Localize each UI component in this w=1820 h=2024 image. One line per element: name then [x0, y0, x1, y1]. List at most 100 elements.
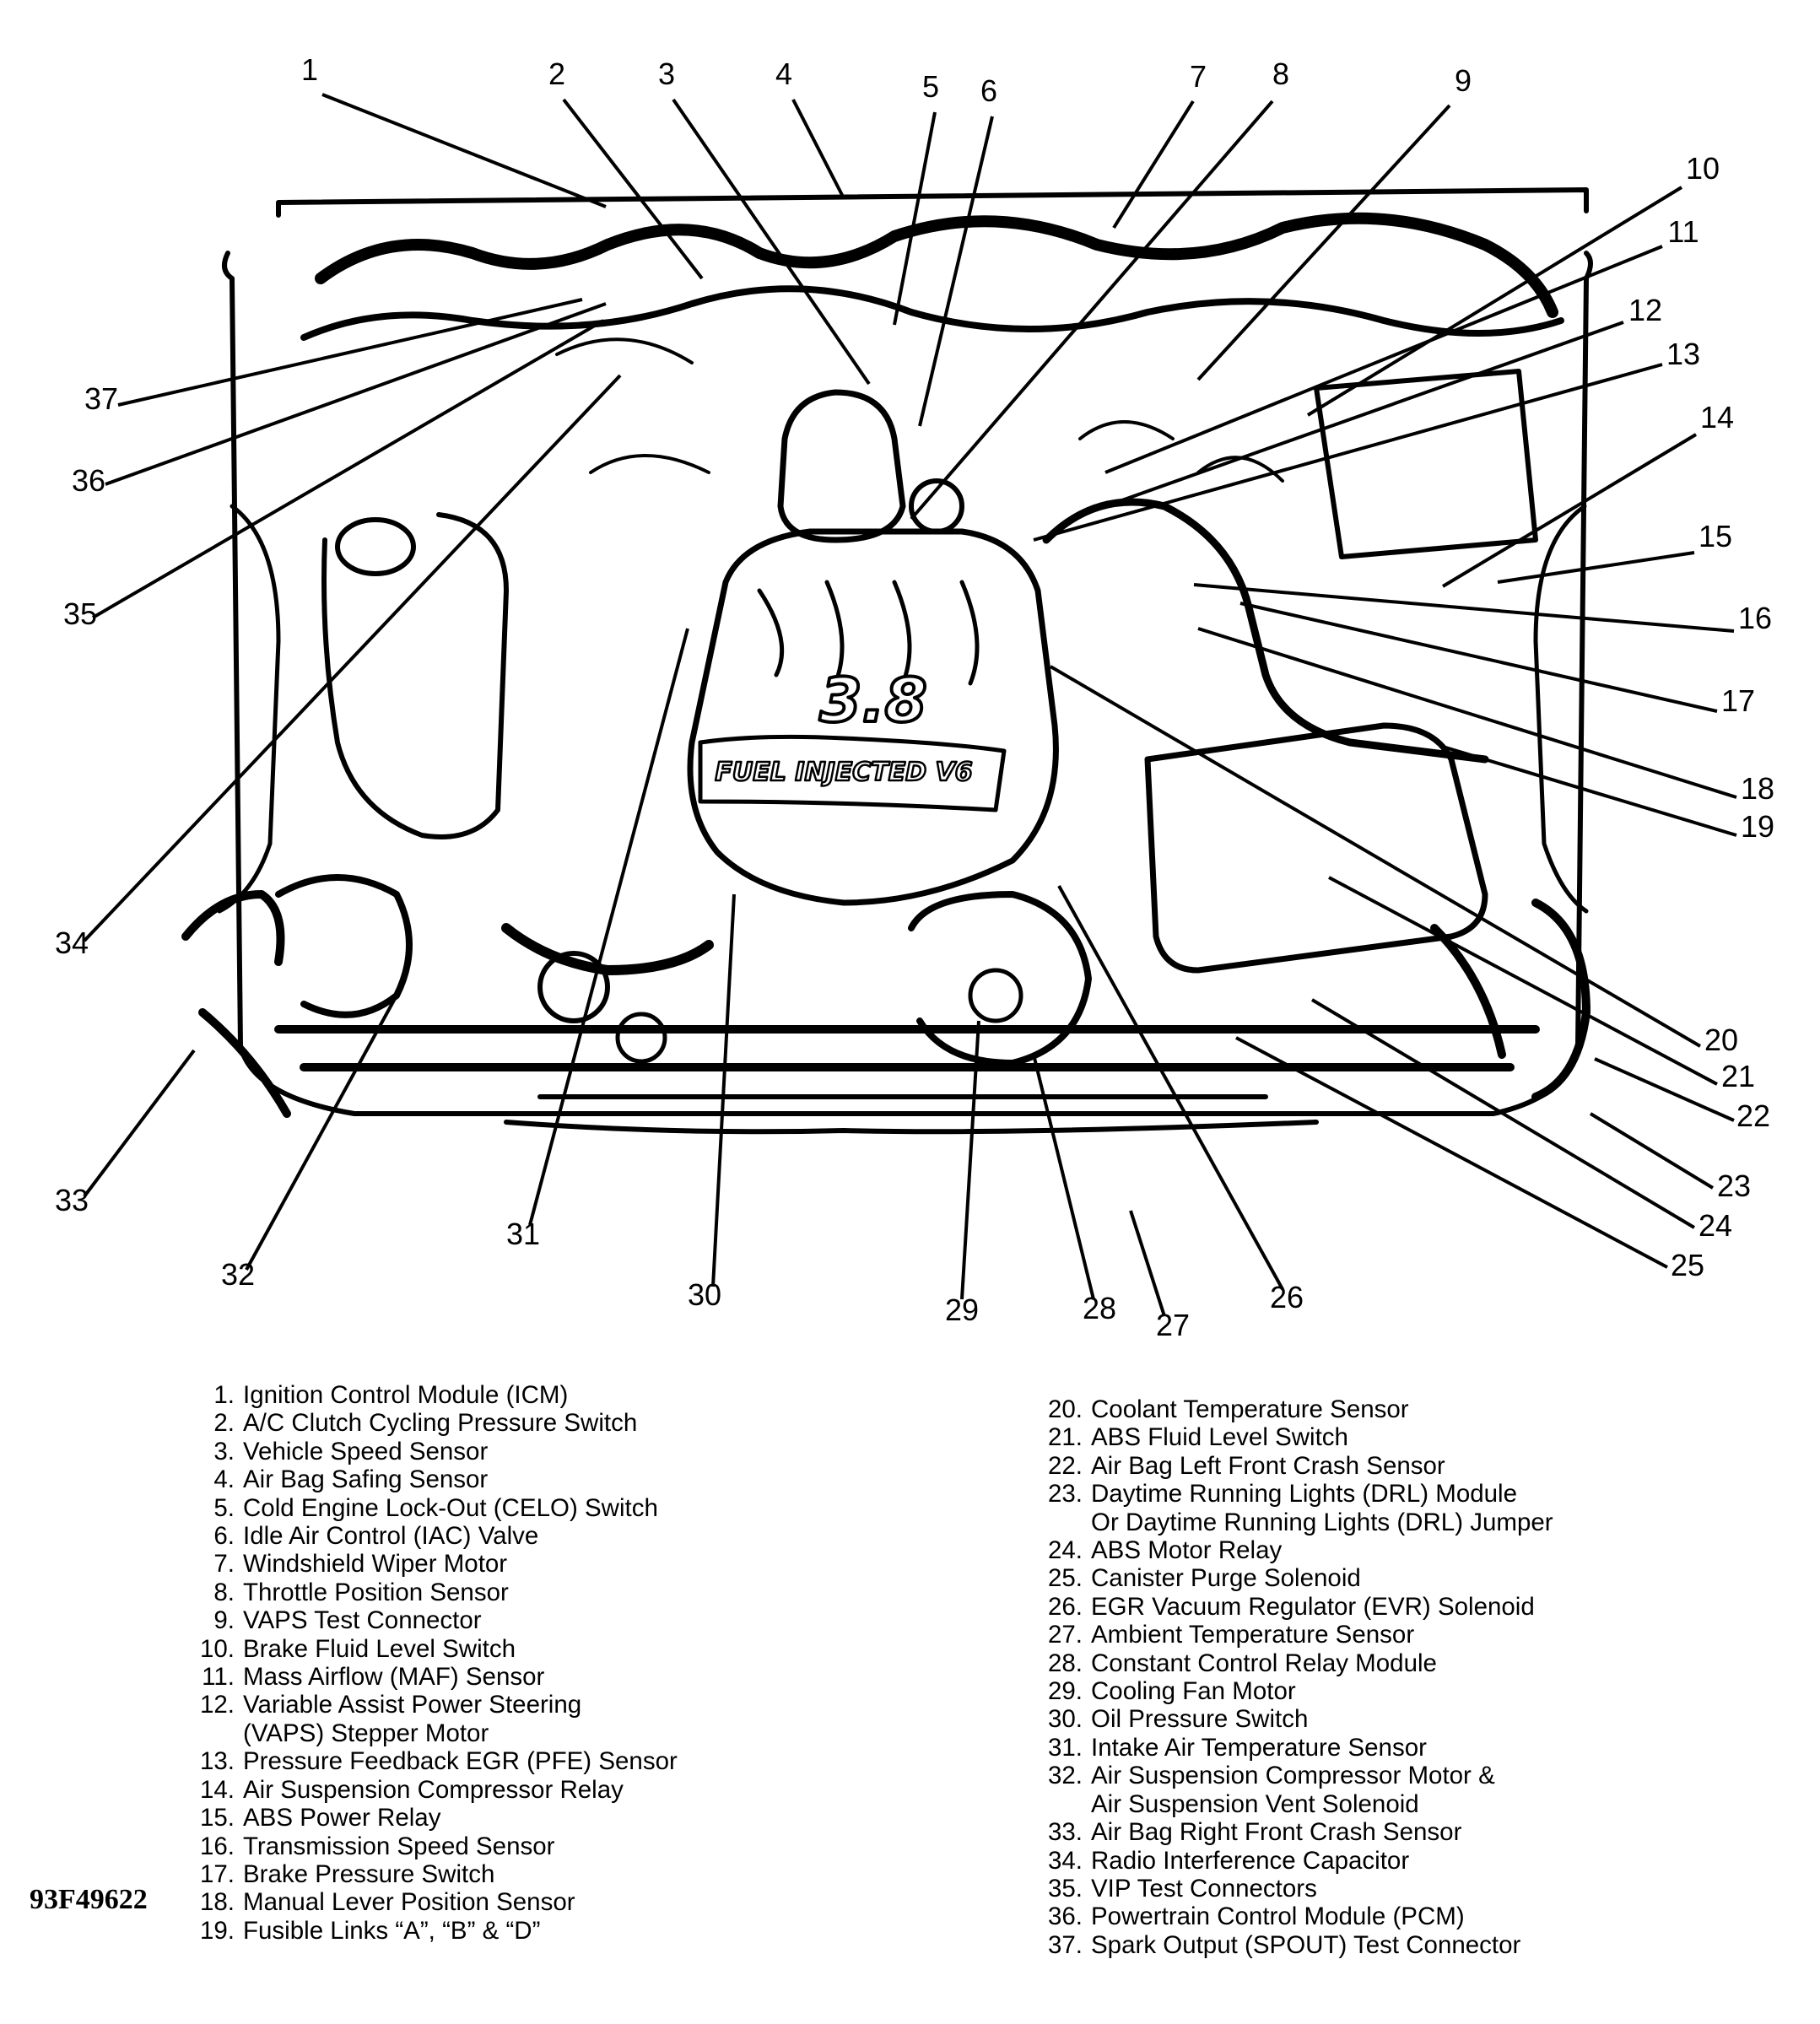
- leader-line-4: [791, 99, 845, 199]
- legend-number: 24.: [1047, 1536, 1083, 1565]
- leader-line-24: [1310, 998, 1696, 1229]
- harness-left: [181, 890, 291, 1118]
- leader-line-33: [83, 1049, 196, 1198]
- legend-number: 5.: [213, 1493, 235, 1522]
- leader-line-13: [1033, 363, 1663, 542]
- legend-item-1: 1.Ignition Control Module (ICM): [186, 1381, 678, 1409]
- callout-number-23: 23: [1717, 1169, 1751, 1203]
- leader-line-18: [1197, 627, 1737, 799]
- legend-label: Air Bag Safing Sensor: [243, 1465, 489, 1494]
- legend-item-35: 35.VIP Test Connectors: [1034, 1875, 1553, 1903]
- legend-label: ABS Motor Relay: [1091, 1536, 1283, 1565]
- legend-item-19: 19.Fusible Links “A”, “B” & “D”: [186, 1917, 678, 1945]
- legend-label: VIP Test Connectors: [1091, 1874, 1317, 1903]
- legend-number: 7.: [213, 1550, 235, 1579]
- leader-line-5: [893, 111, 937, 326]
- leader-line-17: [1239, 602, 1718, 713]
- callout-number-10: 10: [1686, 151, 1720, 186]
- legend-number: 4.: [213, 1465, 235, 1494]
- legend-item-29: 29.Cooling Fan Motor: [1034, 1677, 1553, 1705]
- callout-number-4: 4: [775, 57, 792, 91]
- legend-label: Transmission Speed Sensor: [243, 1832, 555, 1860]
- legend-item-16: 16.Transmission Speed Sensor: [186, 1832, 678, 1860]
- crossmember-lower: [504, 1094, 1319, 1135]
- callout-number-22: 22: [1736, 1098, 1770, 1133]
- legend-number: 23.: [1047, 1480, 1083, 1509]
- callout-number-9: 9: [1455, 63, 1472, 98]
- leader-line-3: [672, 98, 871, 386]
- legend-item-8: 8.Throttle Position Sensor: [186, 1579, 678, 1606]
- callout-number-29: 29: [945, 1293, 979, 1327]
- callout-number-28: 28: [1083, 1291, 1116, 1325]
- leader-line-11: [1104, 245, 1663, 474]
- legend-item-33: 33.Air Bag Right Front Crash Sensor: [1034, 1818, 1553, 1846]
- leader-line-35: [91, 319, 605, 619]
- water-pump-pulley: [615, 1012, 667, 1064]
- leader-line-37: [117, 298, 583, 407]
- callout-number-3: 3: [658, 57, 675, 91]
- cooling-fan-hub: [968, 968, 1023, 1023]
- vacuum-lines: [555, 337, 1284, 483]
- radiator-support: [274, 1025, 1540, 1071]
- legend-item-26: 26. EGR Vacuum Regulator (EVR) Solenoid: [1034, 1593, 1553, 1621]
- leader-line-23: [1589, 1112, 1715, 1190]
- legend-number: 11.: [202, 1663, 235, 1692]
- leader-line-15: [1497, 551, 1695, 584]
- cowl-harness: [315, 212, 1558, 318]
- legend-item-9: 9.VAPS Test Connector: [186, 1606, 678, 1634]
- leader-line-10: [1306, 186, 1683, 417]
- legend-label: Canister Purge Solenoid: [1091, 1564, 1361, 1593]
- legend-item-31: 31.Intake Air Temperature Sensor: [1034, 1734, 1553, 1762]
- callout-number-7: 7: [1190, 59, 1207, 94]
- legend-label: Cold Engine Lock-Out (CELO) Switch: [243, 1493, 658, 1522]
- figure-code: 93F49622: [30, 1884, 148, 1915]
- callout-number-31: 31: [506, 1217, 540, 1251]
- leader-line-30: [711, 893, 736, 1287]
- legend-label: Pressure Feedback EGR (PFE) Sensor: [243, 1747, 678, 1776]
- legend-number: 36.: [1047, 1903, 1083, 1931]
- callout-number-15: 15: [1698, 519, 1732, 553]
- legend-item-37: 37.Spark Output (SPOUT) Test Connector: [1034, 1931, 1553, 1959]
- leader-line-14: [1441, 433, 1698, 588]
- legend-number: 3.: [213, 1437, 235, 1465]
- legend-label: Coolant Temperature Sensor: [1091, 1395, 1409, 1423]
- legend-item-18: 18.Manual Lever Position Sensor: [186, 1888, 678, 1916]
- leader-line-16: [1193, 583, 1735, 633]
- coolant-reservoir-cap: [335, 517, 416, 576]
- engine-badge-text: FUEL INJECTED V6: [715, 758, 972, 787]
- legend-item-32: 32.Air Suspension Compressor Motor & Air…: [1034, 1762, 1553, 1818]
- legend-label: Mass Airflow (MAF) Sensor: [243, 1663, 545, 1692]
- legend-label: Radio Interference Capacitor: [1091, 1846, 1410, 1875]
- legend-item-30: 30.Oil Pressure Switch: [1034, 1705, 1553, 1733]
- upper-radiator-hose: [501, 923, 714, 975]
- legend-number: 31.: [1047, 1733, 1083, 1762]
- fender-left: [217, 504, 281, 914]
- legend-label: EGR Vacuum Regulator (EVR) Solenoid: [1091, 1592, 1535, 1621]
- coolant-reservoir: [321, 512, 509, 839]
- legend-label: Air Suspension Compressor Relay: [243, 1775, 624, 1804]
- legend-number: 10.: [199, 1634, 235, 1663]
- legend-number: 6.: [213, 1522, 235, 1551]
- legend-number: 17.: [199, 1859, 235, 1888]
- legend-item-6: 6.Idle Air Control (IAC) Valve: [186, 1522, 678, 1550]
- legend-label: Cooling Fan Motor: [1091, 1677, 1296, 1706]
- legend-number: 12.: [199, 1691, 235, 1719]
- legend-number: 8.: [213, 1578, 235, 1606]
- callout-number-37: 37: [84, 381, 118, 416]
- legend-label: ABS Fluid Level Switch: [1091, 1423, 1348, 1452]
- leader-line-6: [918, 116, 994, 427]
- legend-item-7: 7.Windshield Wiper Motor: [186, 1550, 678, 1578]
- legend-label: Ignition Control Module (ICM): [243, 1381, 569, 1409]
- leader-line-26: [1057, 885, 1284, 1290]
- legend-number: 26.: [1047, 1592, 1083, 1621]
- legend-item-11: 11. Mass Airflow (MAF) Sensor: [186, 1663, 678, 1691]
- callout-number-8: 8: [1272, 57, 1289, 91]
- battery: [1314, 369, 1538, 559]
- legend-label: ABS Power Relay: [243, 1804, 441, 1832]
- leader-line-31: [528, 628, 689, 1226]
- callout-number-5: 5: [922, 69, 939, 104]
- callout-number-19: 19: [1741, 809, 1774, 844]
- legend-number: 30.: [1047, 1705, 1083, 1734]
